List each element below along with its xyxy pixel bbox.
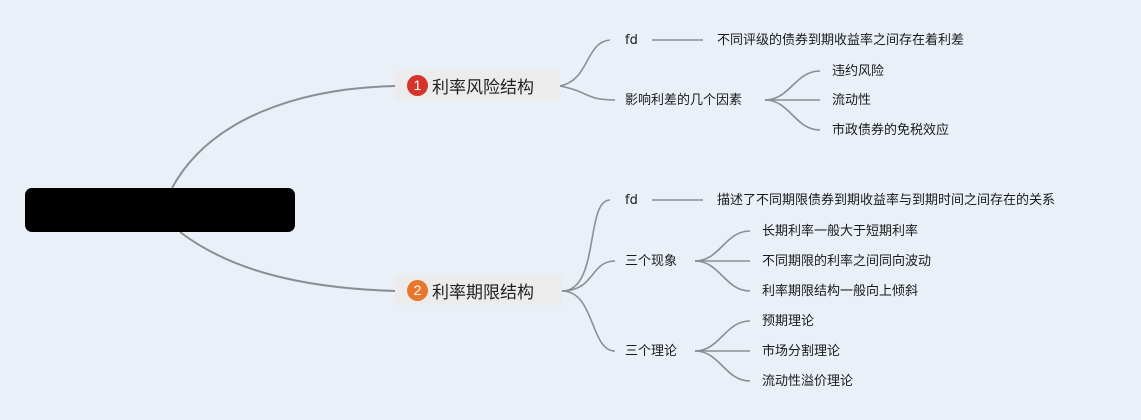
badge-number-2: 2 <box>407 279 428 301</box>
branch-risk-structure[interactable]: 1 利率风险结构 <box>395 70 560 100</box>
edge-branch2-group1 <box>561 260 616 292</box>
edge-group2b-item3 <box>694 350 751 382</box>
group-item[interactable]: 长期利率一般大于短期利率 <box>762 224 919 239</box>
group-item[interactable]: 流动性 <box>832 93 872 108</box>
branch-label: 利率风险结构 <box>432 77 534 98</box>
fd-label[interactable]: fd <box>625 33 638 48</box>
fd-description[interactable]: 描述了不同期限债券到期收益率与到期时间之间存在的关系 <box>717 193 1056 208</box>
group-item[interactable]: 市政债券的免税效应 <box>832 123 950 138</box>
edge-root-branch1 <box>171 85 396 189</box>
edge-root-branch2 <box>179 231 396 292</box>
edge-branch2-group2 <box>561 290 616 352</box>
group-item[interactable]: 预期理论 <box>762 314 815 329</box>
edge-group2b-item1 <box>694 320 751 352</box>
group-item[interactable]: 违约风险 <box>832 64 885 79</box>
group-label[interactable]: 影响利差的几个因素 <box>625 93 743 108</box>
group-item[interactable]: 利率期限结构一般向上倾斜 <box>762 284 919 299</box>
fd-description[interactable]: 不同评级的债券到期收益率之间存在着利差 <box>717 33 965 48</box>
root-node-redacted[interactable] <box>25 188 295 232</box>
badge-number-1: 1 <box>407 74 428 96</box>
branch-label: 利率期限结构 <box>432 282 534 303</box>
edge-group2a-item1 <box>694 230 751 262</box>
edge-branch1-group <box>559 85 616 101</box>
group-item[interactable]: 流动性溢价理论 <box>762 374 854 389</box>
edge-group2a-item3 <box>694 260 751 292</box>
group-label[interactable]: 三个理论 <box>625 344 678 359</box>
branch-term-structure[interactable]: 2 利率期限结构 <box>395 275 562 305</box>
edge-branch2-fd <box>561 199 611 292</box>
group-label[interactable]: 三个现象 <box>625 254 678 269</box>
group-item[interactable]: 不同期限的利率之间同向波动 <box>762 254 932 269</box>
group-item[interactable]: 市场分割理论 <box>762 344 841 359</box>
edge-group1-item3 <box>764 99 821 131</box>
edge-group1-item1 <box>764 70 821 101</box>
edge-branch1-fd <box>559 39 611 87</box>
fd-label[interactable]: fd <box>625 193 638 208</box>
